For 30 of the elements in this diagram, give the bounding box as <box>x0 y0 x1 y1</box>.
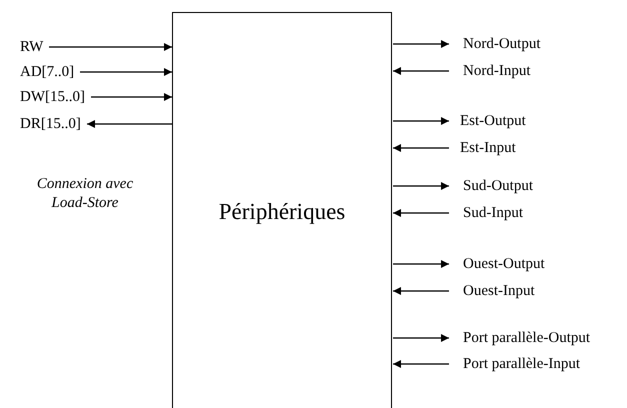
signal-label: DW[15..0] <box>20 88 91 106</box>
arrow <box>393 40 449 48</box>
signal-label: Port parallèle-Input <box>449 355 580 373</box>
arrow <box>393 117 449 125</box>
arrow <box>393 182 449 190</box>
arrow <box>87 120 172 128</box>
signal-label: RW <box>20 38 50 56</box>
signal-label: Est-Output <box>449 112 526 130</box>
signal-label: Sud-Input <box>449 204 523 222</box>
arrow <box>393 209 449 217</box>
signal-label: Nord-Input <box>449 62 530 80</box>
peripheral-block <box>172 12 392 408</box>
signal-label: AD[7..0] <box>20 63 80 81</box>
arrow <box>49 43 172 51</box>
arrow <box>80 68 172 76</box>
arrow <box>393 260 449 268</box>
arrow <box>393 287 449 295</box>
signal-label: Est-Input <box>449 139 516 157</box>
arrow <box>393 144 449 152</box>
arrow <box>393 334 449 342</box>
signal-label: DR[15..0] <box>20 115 87 133</box>
arrow <box>393 67 449 75</box>
signal-label: Ouest-Output <box>449 255 545 273</box>
arrow <box>91 93 172 101</box>
arrow <box>393 360 449 368</box>
signal-label: Sud-Output <box>449 177 534 195</box>
signal-label: Nord-Output <box>449 35 540 53</box>
note: Connexion avec Load-Store <box>36 175 134 213</box>
signal-label: Ouest-Input <box>449 282 535 300</box>
signal-label: Port parallèle-Output <box>449 329 590 347</box>
